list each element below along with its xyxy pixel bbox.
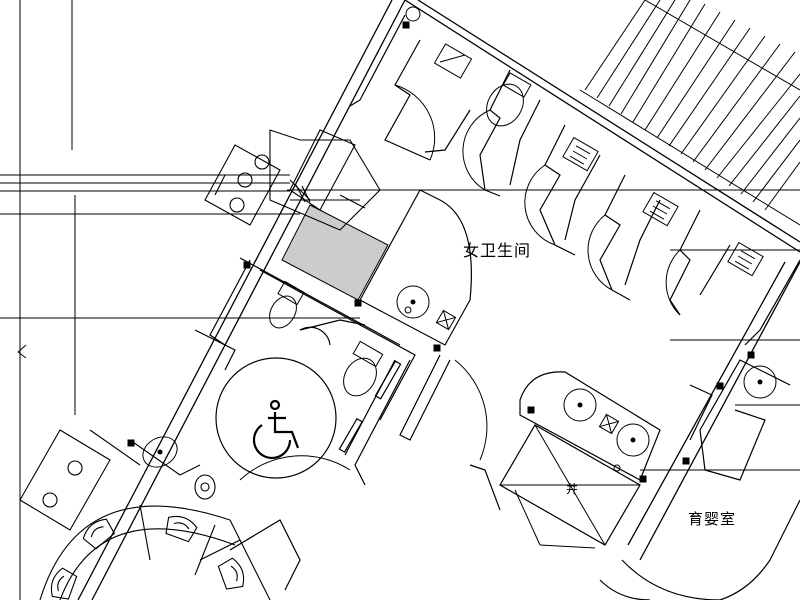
lower-left-room: [20, 430, 215, 530]
squat-toilet: [563, 138, 598, 171]
exterior-walls: [78, 0, 800, 600]
wall-markers: [128, 22, 754, 482]
wall-marker-circles: [405, 7, 620, 471]
counters: [360, 190, 790, 480]
women-restroom-label: 女卫生间: [463, 241, 532, 260]
stall-partitions: [350, 15, 800, 345]
floor-drains: [436, 310, 618, 433]
wheelchair-symbol: [254, 401, 298, 458]
leader-lines: [640, 250, 800, 470]
curved-seating: [40, 505, 270, 600]
squat-toilet: [643, 193, 678, 226]
shaft-box: [500, 425, 640, 548]
shaft-label: 井: [566, 482, 579, 496]
squat-toilet: [728, 243, 763, 276]
nursery-label: 育婴室: [688, 510, 737, 528]
door-swings: [240, 85, 680, 480]
nursery-openings: [400, 355, 712, 510]
staircase: [580, 0, 800, 225]
accessible-room: [195, 258, 415, 590]
pipe-chase: [205, 130, 395, 230]
shaded-block: [282, 205, 388, 300]
sinks: [137, 286, 776, 473]
